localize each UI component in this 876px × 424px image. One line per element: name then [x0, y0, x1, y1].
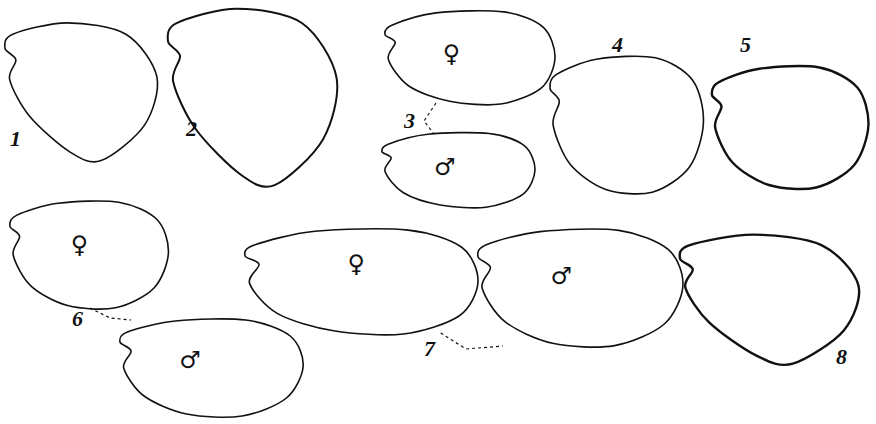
sex-symbol: ♀	[348, 252, 366, 276]
dashed-bracket	[424, 103, 436, 134]
shell-outline	[550, 56, 704, 194]
figure-number: 5	[740, 34, 751, 56]
figure-number: 7	[424, 338, 435, 360]
figure-number: 2	[186, 118, 197, 140]
shell-outline	[382, 132, 535, 208]
shell-outline	[168, 9, 338, 187]
shell-outline	[5, 23, 158, 162]
shell-valve: ♂	[382, 132, 535, 208]
figure-number: 3	[404, 110, 415, 132]
sex-symbol: ♀	[443, 42, 461, 66]
figure-number: 1	[10, 128, 21, 150]
shell-outline	[478, 228, 685, 348]
shell-valve: ♀	[245, 228, 478, 335]
shell-outline-path	[478, 229, 683, 347]
figure-number: 8	[836, 346, 847, 368]
shell-outline-path	[120, 319, 303, 417]
figure-number: 4	[612, 34, 623, 56]
shell-outline-path	[245, 229, 478, 335]
shell-outline-path	[385, 11, 555, 105]
dashed-bracket	[441, 333, 503, 349]
shell-outline-path	[10, 201, 169, 309]
sex-symbol: ♀	[71, 233, 89, 257]
shell-valve: ♂	[478, 228, 685, 348]
shell-outline-path	[382, 133, 535, 208]
shell-valve: ♂	[120, 318, 305, 418]
sex-symbol: ♂	[434, 155, 456, 179]
shell-outline	[245, 228, 478, 335]
shell-outline	[680, 235, 859, 365]
shell-valve: ♀	[10, 200, 170, 310]
shell-outline	[10, 200, 170, 310]
shell-outline	[385, 10, 555, 105]
sex-symbol: ♂	[179, 348, 201, 372]
shell-valve: ♀	[385, 10, 555, 105]
shell-outline	[120, 318, 305, 418]
figure-number: 6	[72, 308, 83, 330]
shell-outline	[712, 66, 869, 189]
sex-symbol: ♂	[550, 264, 572, 288]
